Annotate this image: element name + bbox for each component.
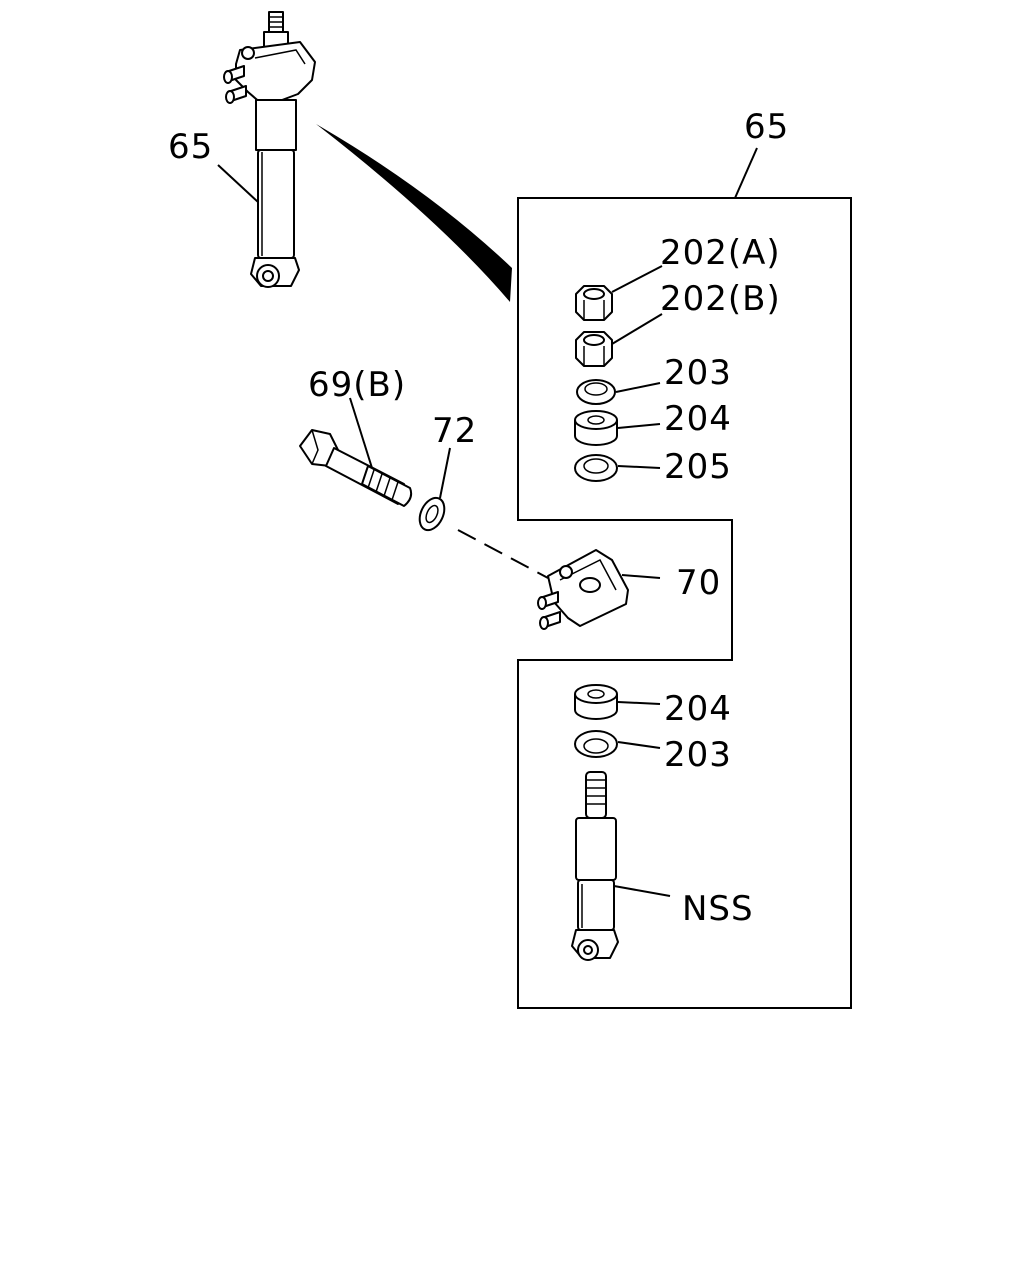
callout-65-left: 65 [168,127,213,167]
callout-204-bottom: 204 [664,689,732,729]
bracket [537,549,629,630]
callout-nss: NSS [682,889,754,929]
detail-connector-wedge [316,124,512,302]
callout-69b: 69(B) [308,365,406,405]
callout-202a: 202(A) [660,233,781,273]
callout-202b: 202(B) [660,279,781,319]
bushing-top [574,410,618,446]
callout-72: 72 [432,411,477,451]
lower-shock-absorber [571,771,619,961]
bushing-bottom [574,684,618,720]
callout-203-bottom: 203 [664,735,732,775]
shock-absorber-assembly [223,11,316,288]
nut-a [575,285,613,321]
callout-70: 70 [676,563,721,603]
bolt-washer [418,496,446,532]
washer-bottom [574,730,618,758]
nut-b [575,331,613,367]
callout-205: 205 [664,447,732,487]
callout-204-top: 204 [664,399,732,439]
retainer [574,454,618,482]
washer-top [576,379,616,405]
bolt [299,429,413,507]
callout-65-box: 65 [744,107,789,147]
assembly-centerline [457,529,549,579]
callout-203-top: 203 [664,353,732,393]
detail-box-outline [517,197,852,1009]
